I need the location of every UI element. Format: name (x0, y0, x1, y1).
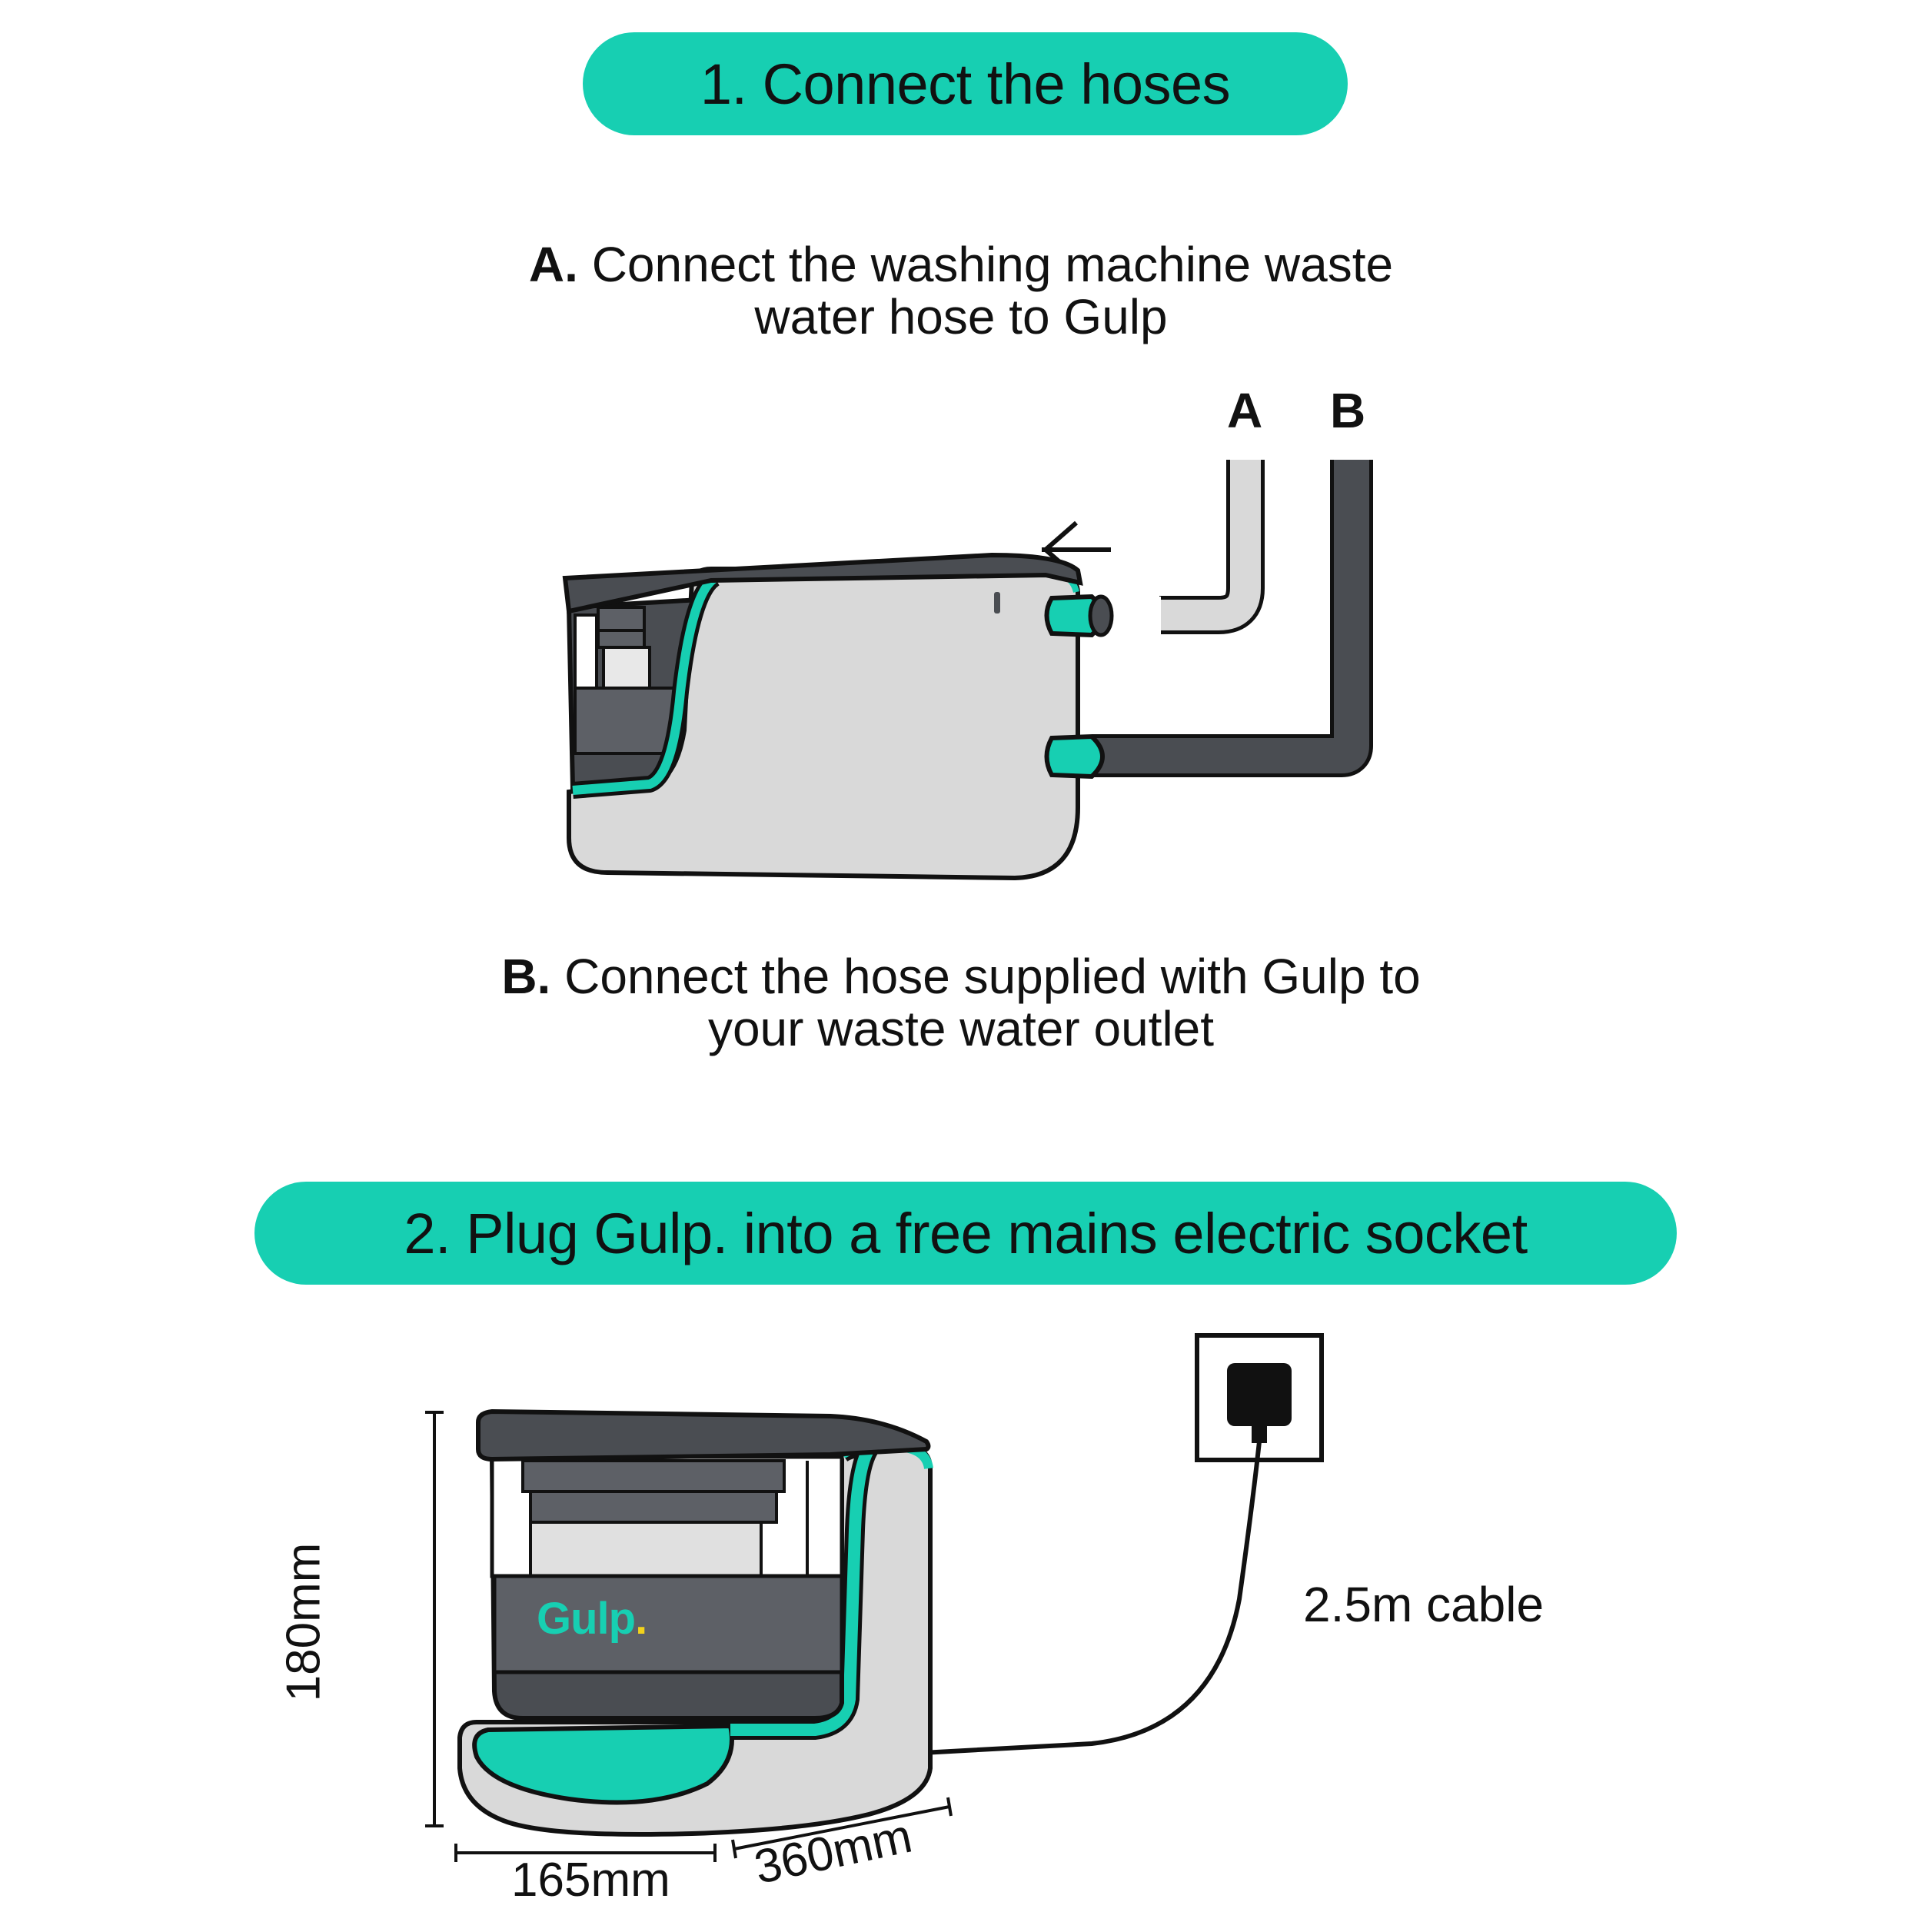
step1-title: 1. Connect the hoses (700, 52, 1231, 116)
instruction-b-text: Connect the hose supplied with Gulp to y… (564, 949, 1421, 1056)
hose-b-label: B (1330, 383, 1366, 438)
cable-length-label: 2.5m cable (1303, 1577, 1545, 1632)
gulp-logo: Gulp. (537, 1593, 647, 1644)
instruction-b-marker: B. (501, 949, 551, 1004)
instruction-b: B. Connect the hose supplied with Gulp t… (500, 950, 1422, 1055)
step2-title-banner: 2. Plug Gulp. into a free mains electric… (254, 1182, 1677, 1285)
gulp-perspective-view (425, 1333, 1324, 1862)
step2-title: 2. Plug Gulp. into a free mains electric… (404, 1201, 1528, 1265)
instruction-a-text: Connect the washing machine waste water … (591, 237, 1394, 344)
dimension-height: 180mm (277, 1542, 331, 1702)
instruction-a: A. Connect the washing machine waste wat… (500, 238, 1422, 343)
gulp-logo-dot: . (635, 1594, 647, 1644)
step1-title-banner: 1. Connect the hoses (583, 32, 1348, 135)
dimension-width: 165mm (511, 1854, 670, 1907)
instruction-a-marker: A. (528, 237, 578, 292)
gulp-side-view (562, 460, 1373, 881)
hose-a-label: A (1227, 383, 1263, 438)
dimension-lines (425, 1411, 953, 1862)
gulp-logo-text: Gulp (537, 1594, 636, 1644)
